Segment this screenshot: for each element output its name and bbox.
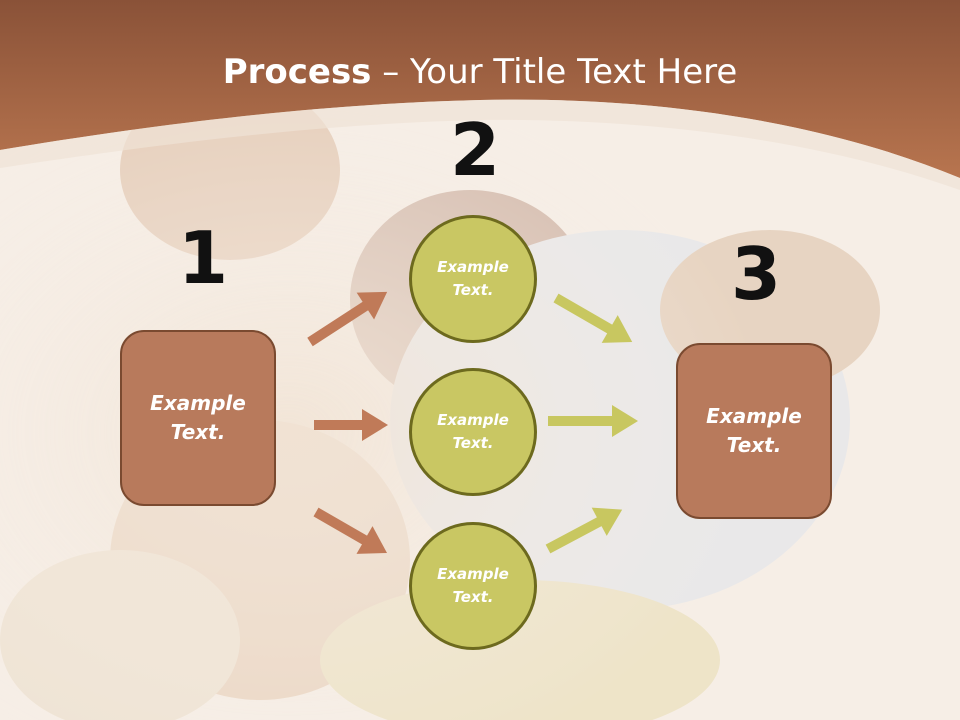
step-number-1: 1 bbox=[178, 216, 229, 300]
title-rest: – Your Title Text Here bbox=[371, 52, 738, 92]
arrow-circle1-to-box3 bbox=[553, 293, 633, 343]
box-1-label-line1: Example bbox=[150, 391, 246, 415]
arrow-circle2-to-box3 bbox=[548, 405, 638, 437]
step-number-2: 2 bbox=[450, 108, 501, 192]
process-box-1: Example Text. bbox=[120, 330, 276, 506]
arrow-circle3-to-box3 bbox=[545, 507, 623, 554]
circle-1-label-line1: Example bbox=[437, 258, 509, 276]
box-3-label-line1: Example bbox=[706, 404, 802, 428]
process-circle-1: Example Text. bbox=[409, 215, 537, 343]
arrow-box1-to-circle1 bbox=[307, 291, 388, 347]
process-circle-2: Example Text. bbox=[409, 368, 537, 496]
circle-1-label-line2: Text. bbox=[452, 281, 494, 299]
slide-title: Process – Your Title Text Here bbox=[0, 52, 960, 92]
arrow-box1-to-circle2 bbox=[314, 409, 388, 441]
step-number-3: 3 bbox=[731, 232, 782, 316]
title-bold: Process bbox=[222, 52, 372, 92]
arrow-box1-to-circle3 bbox=[313, 507, 388, 554]
box-1-label-line2: Text. bbox=[170, 420, 226, 444]
circle-3-label-line1: Example bbox=[437, 565, 509, 583]
box-3-label-line2: Text. bbox=[726, 433, 782, 457]
right-arrows bbox=[545, 293, 638, 554]
circle-3-label-line2: Text. bbox=[452, 588, 494, 606]
header-band bbox=[0, 0, 960, 178]
process-box-3: Example Text. bbox=[676, 343, 832, 519]
circle-2-label-line2: Text. bbox=[452, 434, 494, 452]
process-circle-3: Example Text. bbox=[409, 522, 537, 650]
left-arrows bbox=[307, 291, 388, 554]
circle-2-label-line1: Example bbox=[437, 411, 509, 429]
